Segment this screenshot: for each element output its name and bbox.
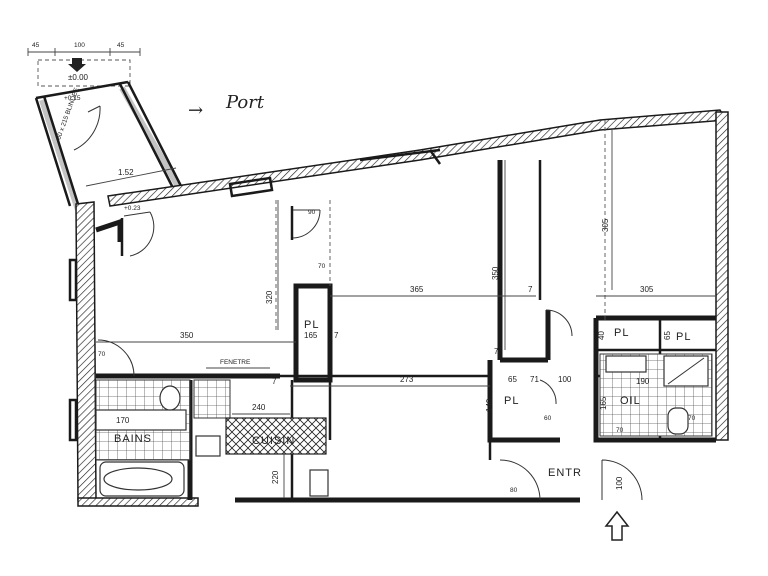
bathroom: 70 170 BAINS	[95, 339, 191, 497]
dim-350: 350	[180, 331, 194, 340]
dim-190: 190	[636, 377, 650, 386]
dim-70a: 70	[318, 263, 326, 270]
dim-220: 220	[271, 470, 280, 484]
living-door: 90 70	[290, 206, 326, 270]
dim-305-vertical: 305	[601, 218, 610, 232]
dim-273: 273	[400, 375, 414, 384]
dim-152: 1.52	[118, 168, 134, 177]
kitchen-label: CUISIN	[252, 435, 295, 447]
dim-top-45a: 45	[32, 42, 40, 49]
port-note: → Port	[188, 92, 265, 121]
balcony-level: ±0.00	[68, 73, 89, 82]
dim-365: 365	[410, 285, 424, 294]
dim-240: 240	[252, 403, 266, 412]
fenetre-label: FENETRE	[220, 359, 251, 366]
closet-label-main: PL	[304, 319, 319, 331]
living-dimensions: 350 365 7 305 320 350 305 273 7	[96, 130, 716, 387]
dim-80: 80	[510, 487, 518, 494]
entrance-label: ENTR	[548, 467, 582, 479]
balcony-door: +0.23	[120, 205, 155, 257]
closet-label-middle: PL	[504, 395, 519, 407]
dim-100b: 100	[615, 476, 624, 490]
arrow-down-icon	[68, 58, 86, 72]
entrance: ENTR 100	[548, 459, 643, 541]
dim-40: 40	[597, 331, 606, 340]
dim-165: 165	[304, 331, 318, 340]
dim-305: 305	[640, 285, 654, 294]
dim-140: 140	[485, 398, 494, 412]
dim-70c: 70	[616, 427, 624, 434]
dim-60: 60	[544, 415, 552, 422]
dim-top-100: 100	[74, 42, 85, 49]
dim-top-45b: 45	[117, 42, 125, 49]
wc-block: PL PL 65 40 190 OIL 165 70 70	[597, 327, 713, 437]
closet-pl-main: PL 165 7	[304, 319, 339, 340]
dim-65a: 65	[508, 375, 517, 384]
bathroom-label: BAINS	[114, 433, 152, 445]
closet-pl-middle: PL 140 65 71 100 7 60 80	[485, 309, 573, 501]
dim-7a: 7	[528, 285, 533, 294]
dim-165b: 165	[599, 396, 608, 410]
entrance-arrow-icon	[604, 510, 630, 541]
dim-100a: 100	[558, 375, 572, 384]
closet-label-right-2: PL	[676, 331, 691, 343]
wc-label: OIL	[620, 395, 641, 407]
port-text: Port	[225, 92, 265, 113]
fenetre: FENETRE	[206, 359, 270, 369]
dim-65b: 65	[663, 331, 672, 340]
dim-7c: 7	[334, 331, 339, 340]
dim-71: 71	[530, 375, 539, 384]
interior-walls	[96, 160, 716, 500]
dim-7d: 7	[494, 347, 499, 356]
dim-70d: 70	[688, 415, 696, 422]
level-023: +0.23	[124, 205, 141, 212]
dashed-lines	[275, 120, 606, 330]
dim-70b: 70	[98, 351, 106, 358]
closet-label-right-1: PL	[614, 327, 629, 339]
port-arrow: →	[188, 100, 203, 121]
dim-7b: 7	[272, 377, 277, 386]
kitchen: 240 CUISIN 220	[193, 379, 329, 498]
dim-350-vertical: 350	[491, 266, 500, 280]
dim-320: 320	[265, 290, 274, 304]
balcony: 45 100 45 ±0.00 +0.15 80 x 215 BLINDEE 1…	[27, 42, 184, 211]
level-015: +0.15	[64, 95, 81, 102]
dim-90: 90	[308, 209, 316, 216]
dim-170: 170	[116, 416, 130, 425]
